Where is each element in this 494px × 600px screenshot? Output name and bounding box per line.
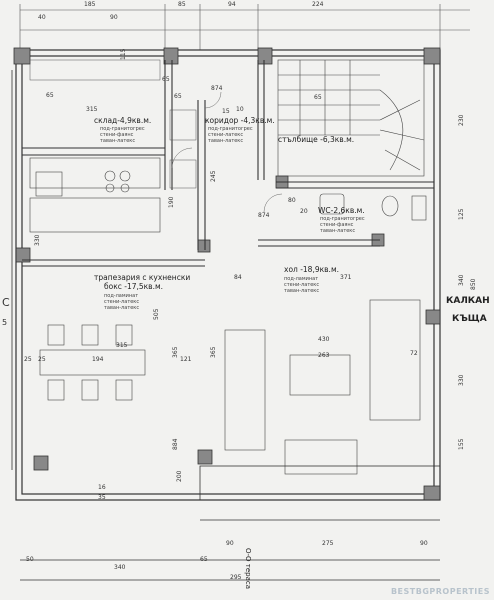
dim-int-v-3: 25	[24, 356, 32, 363]
dining-room-label-line1: трапезария с кухненски	[94, 273, 191, 282]
dim-small-1: 40	[38, 14, 46, 21]
dim-row2-3: 15	[222, 108, 230, 115]
dim-int-h-6: 263	[318, 352, 330, 359]
kitchen-counter	[29, 157, 161, 233]
hall-ceiling-note: таван-латекс	[284, 288, 320, 294]
dim-int-v-6: 230	[458, 114, 465, 126]
left-edge-letter: С	[2, 296, 10, 309]
dim-small-4: 80	[288, 197, 296, 204]
dim-row2-6: 65	[314, 94, 322, 101]
dim-small-5: 20	[300, 208, 308, 215]
dim-bottom-4: 90	[226, 540, 234, 547]
structural-columns	[13, 47, 441, 501]
dim-int-v-7: 125	[458, 208, 465, 220]
top-dimension-chain	[19, 4, 470, 50]
left-window	[11, 70, 17, 470]
left-edge-digit: 5	[2, 318, 8, 327]
dim-bottom-6: 295	[230, 574, 242, 581]
dim-row2-2: 315	[86, 106, 98, 113]
hall-wall-note: стени-латекс	[284, 282, 320, 288]
dim-small-11: 16	[98, 484, 106, 491]
dim-top-1: 185	[84, 1, 96, 8]
neighbor-wall-label-line2: КЪЩА	[452, 314, 487, 324]
dim-top-4: 224	[312, 1, 324, 8]
dim-row2-4: 65	[174, 93, 182, 100]
watermark: BESTBGPROPERTIES	[390, 587, 490, 596]
dim-small-6: 505	[153, 308, 160, 320]
wc-room-label: WC-2,6кв.м.	[318, 206, 365, 215]
staircase	[277, 59, 425, 177]
dim-top-2: 85	[178, 1, 186, 8]
dim-int-v-11: 850	[470, 278, 477, 290]
dim-int-h-3: 315	[116, 342, 128, 349]
dim-small-3: 90	[110, 14, 118, 21]
storage-wall-note: стени-фаянс	[100, 132, 134, 138]
dining-room-label-line2: бокс -17,5кв.м.	[104, 282, 164, 291]
dim-bottom-2: 340	[114, 564, 126, 571]
hall-floor-note: под-ламинат	[284, 276, 319, 282]
door-swings	[171, 91, 283, 213]
dim-int-h-9: 84	[234, 274, 242, 281]
dim-small-12: 35	[98, 494, 106, 501]
dim-int-h-1: 874	[211, 85, 223, 92]
dim-int-v-2: 365	[172, 346, 179, 358]
terrace-outline	[20, 465, 441, 581]
dim-int-v-9: 330	[458, 374, 465, 386]
dim-bottom-1: 50	[26, 556, 34, 563]
dim-int-h-10: 371	[340, 274, 352, 281]
interior-walls	[22, 60, 434, 267]
dim-int-v-5: 884	[172, 438, 179, 450]
dim-small-2: 115	[120, 48, 127, 60]
terrace-label: О-О тераса	[244, 548, 252, 590]
storage-shelving	[29, 59, 197, 189]
dim-int-h-4: 194	[92, 356, 104, 363]
dim-row2-1: 65	[46, 92, 54, 99]
dim-top-3: 94	[228, 1, 236, 8]
wc-wall-note: стени-фаянс	[320, 222, 354, 228]
dim-small-7: 245	[210, 170, 217, 182]
dim-small-8: 190	[168, 196, 175, 208]
wc-ceiling-note: таван-латекс	[320, 228, 356, 234]
dim-small-10: 200	[176, 470, 183, 482]
dim-int-h-2: 874	[258, 212, 270, 219]
corridor-wall-note: стени-латекс	[208, 132, 244, 138]
dining-ceiling-note: таван-латекс	[104, 305, 140, 311]
dim-int-v-1: 330	[34, 234, 41, 246]
dining-table	[39, 324, 146, 401]
dim-int-h-7: 430	[318, 336, 330, 343]
storage-floor-note: под-гранитогрес	[100, 126, 145, 132]
dim-small-13: 65	[162, 76, 170, 83]
dim-int-h-8: 72	[410, 350, 418, 357]
dim-row2-5: 10	[236, 106, 244, 113]
dining-floor-note: под-ламинат	[104, 293, 139, 299]
storage-ceiling-note: таван-латекс	[100, 138, 136, 144]
wc-floor-note: под-гранитогрес	[320, 216, 365, 222]
hall-room-label: хол -18,9кв.м.	[284, 265, 339, 274]
corridor-floor-note: под-гранитогрес	[208, 126, 253, 132]
corridor-ceiling-note: таван-латекс	[208, 138, 244, 144]
wc-fixtures	[319, 193, 427, 221]
dining-wall-note: стени-латекс	[104, 299, 140, 305]
dim-int-v-4: 25	[38, 356, 46, 363]
living-furniture	[224, 299, 421, 475]
dim-small-9: 365	[210, 346, 217, 358]
storage-room-label: склад-4,9кв.м.	[94, 116, 152, 125]
dim-bottom-3: 65	[200, 556, 208, 563]
dim-int-v-10: 155	[458, 438, 465, 450]
dim-int-h-5: 121	[180, 356, 192, 363]
dim-int-v-8: 340	[458, 274, 465, 286]
dim-bottom-5: 275	[322, 540, 334, 547]
corridor-room-label: коридор -4,3кв.м.	[205, 116, 275, 125]
stairs-room-label: стълбище -6,3кв.м.	[278, 135, 355, 144]
dim-bottom-7: 90	[420, 540, 428, 547]
neighbor-wall-label-line1: КАЛКАН	[446, 296, 490, 306]
